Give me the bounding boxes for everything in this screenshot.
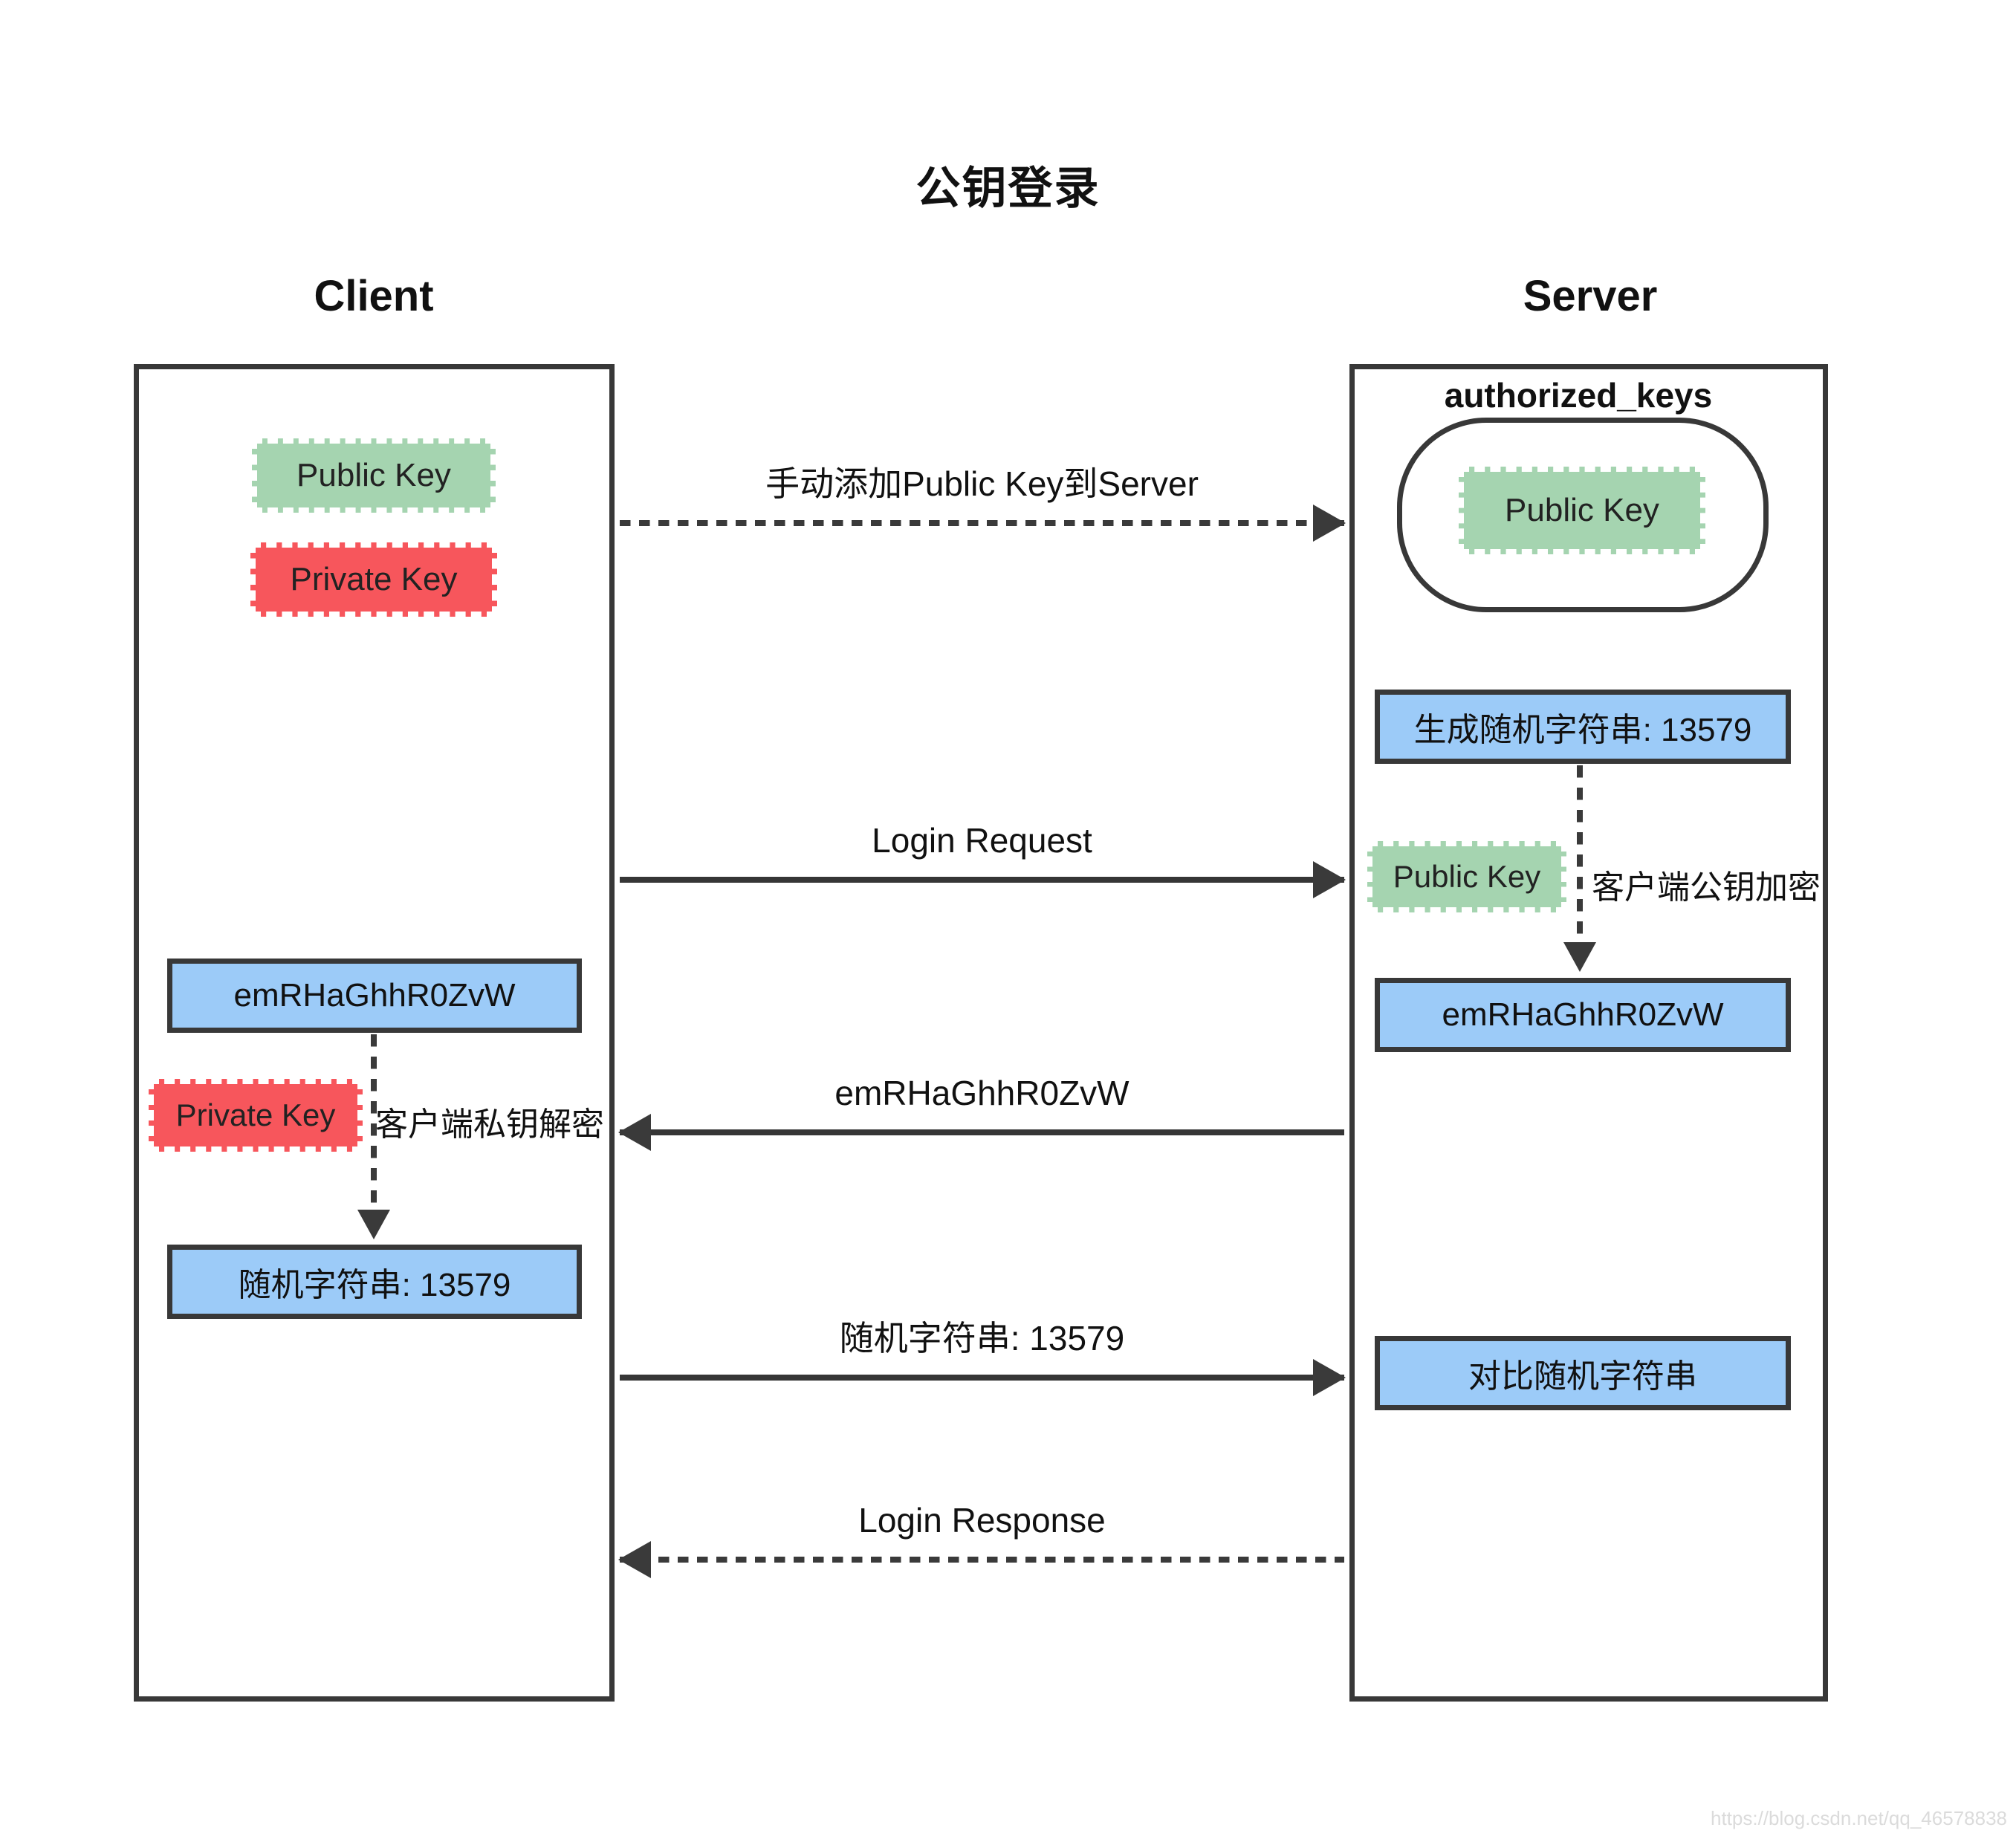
authorized-keys-label: authorized_keys [1444,376,1713,415]
solid-arrow-line [618,1114,1344,1151]
client-encrypted-string-box: emRHaGhhR0ZvW [167,959,582,1033]
solid-arrow-line [620,861,1346,898]
arrow-label: 手动添加Public Key到Server [765,464,1199,503]
dotted-arrow-line [620,505,1346,542]
arrow-label: Login Request [872,821,1092,860]
arrow-down-icon [357,1210,390,1239]
server-encrypted-string-box: emRHaGhhR0ZvW [1375,978,1791,1052]
authorized-keys-file-shape [1397,418,1769,612]
client-public-key-badge: Public Key [252,438,496,513]
arrow-right-icon [1313,505,1346,542]
client-random-string-box: 随机字符串: 13579 [167,1245,582,1319]
message-encrypted-string: emRHaGhhR0ZvW [618,1071,1344,1151]
server-heading: Server [1523,272,1658,320]
client-decrypt-note: 客户端私钥解密 [375,1106,604,1143]
arrow-left-icon [618,1541,651,1578]
message-login-response: Login Response [618,1499,1344,1578]
watermark: https://blog.csdn.net/qq_46578838 [1711,1807,2007,1829]
arrow-right-icon [1313,861,1346,898]
arrow-label: 随机字符串: 13579 [839,1319,1125,1358]
client-heading: Client [314,272,434,320]
arrow-right-icon [1313,1359,1346,1396]
server-encrypt-note: 客户端公钥加密 [1592,869,1821,906]
diagram-title: 公钥登录 [915,163,1101,213]
server-compare-random-box: 对比随机字符串 [1375,1336,1791,1410]
client-private-key2-badge: Private Key [149,1079,363,1152]
server-generate-random-box: 生成随机字符串: 13579 [1375,690,1791,764]
server-public-key2-badge: Public Key [1367,841,1566,912]
dotted-arrow-line [618,1541,1344,1578]
message-login-request: Login Request [620,819,1346,898]
server-encrypt-connector [1577,765,1583,945]
arrow-label: Login Response [858,1501,1106,1540]
client-decrypt-connector [371,1034,377,1213]
arrow-down-icon [1563,942,1596,972]
solid-arrow-line [620,1359,1346,1396]
client-private-key-badge: Private Key [250,542,497,617]
message-random-string: 随机字符串: 13579 [620,1317,1346,1396]
server-public-key-badge: Public Key [1459,467,1705,554]
arrow-label: emRHaGhhR0ZvW [834,1074,1129,1112]
message-add-public-key: 手动添加Public Key到Server [620,462,1346,542]
arrow-left-icon [618,1114,651,1151]
